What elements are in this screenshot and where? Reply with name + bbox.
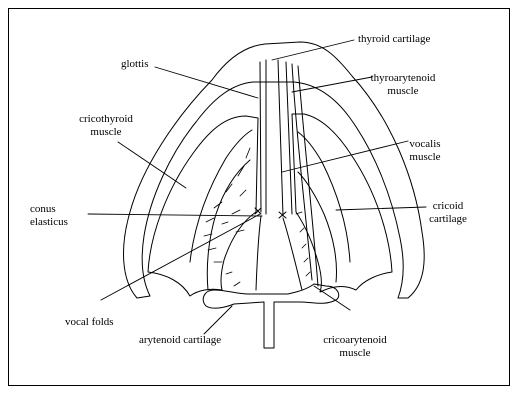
left-fold-lower — [256, 216, 261, 290]
leader-conus — [88, 214, 262, 216]
label-cricoid-line1: cricoid — [418, 200, 478, 213]
label-cricoarytenoid-line2: muscle — [310, 347, 400, 360]
label-arytenoid-cartilage: arytenoid cartilage — [139, 334, 221, 347]
leader-cricothyroid — [118, 142, 186, 188]
leader-cricoarytenoid — [314, 286, 350, 310]
leader-glottis — [155, 67, 258, 98]
label-thyroarytenoid-line1: thyroarytenoid — [365, 72, 441, 85]
label-glottis: glottis — [121, 58, 149, 71]
label-cricoid-cartilage: cricoid cartilage — [418, 200, 478, 226]
conus-hatching — [204, 148, 250, 286]
right-fold-lower — [283, 218, 302, 290]
label-vocalis-line2: muscle — [400, 151, 450, 164]
label-conus-line2: elasticus — [30, 216, 68, 229]
label-cricoid-line2: cartilage — [418, 213, 478, 226]
label-conus-elasticus: conus elasticus — [30, 203, 68, 229]
left-inner-contour — [190, 130, 252, 262]
leader-vocal-folds — [101, 214, 260, 300]
label-thyroid-cartilage: thyroid cartilage — [358, 33, 430, 46]
label-thyroarytenoid-line2: muscle — [365, 85, 441, 98]
left-lobe-inner-edge — [207, 160, 250, 290]
label-cricothyroid-muscle: cricothyroid muscle — [66, 113, 146, 139]
label-cricoarytenoid-line1: cricoarytenoid — [310, 334, 400, 347]
label-vocalis-line1: vocalis — [400, 138, 450, 151]
leader-cricoid — [336, 207, 426, 210]
label-vocal-folds: vocal folds — [65, 316, 114, 329]
label-vocalis-muscle: vocalis muscle — [400, 138, 450, 164]
label-conus-line1: conus — [30, 203, 68, 216]
label-cricoarytenoid-muscle: cricoarytenoid muscle — [310, 334, 400, 360]
right-vocal-fold-2 — [286, 62, 292, 214]
label-cricothyroid-line2: muscle — [66, 126, 146, 139]
right-vocal-fold — [278, 60, 283, 216]
right-lobe-inner-edge — [298, 172, 337, 282]
label-cricothyroid-line1: cricothyroid — [66, 113, 146, 126]
label-thyroarytenoid-muscle: thyroarytenoid muscle — [365, 72, 441, 98]
leader-arytenoid — [204, 306, 232, 334]
left-vocal-fold — [260, 62, 261, 212]
